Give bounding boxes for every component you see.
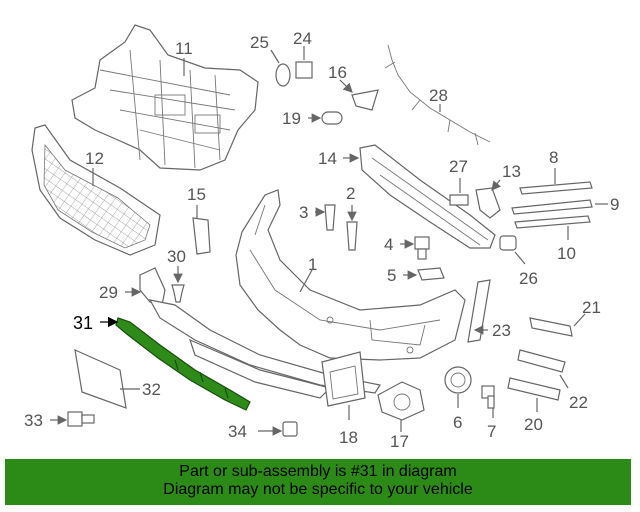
part-2-bolt[interactable]: 2 <box>346 184 358 251</box>
callout-22[interactable]: 22 <box>569 393 588 412</box>
part-6-fog-lamp[interactable]: 6 <box>444 366 472 432</box>
part-18-bezel[interactable]: 18 <box>321 351 366 447</box>
callout-14[interactable]: 14 <box>318 149 337 168</box>
callout-19[interactable]: 19 <box>282 109 301 128</box>
part-3-clip[interactable]: 3 <box>299 203 336 231</box>
callout-34[interactable]: 34 <box>228 422 247 441</box>
callout-9[interactable]: 9 <box>610 195 619 214</box>
part-15-bracket[interactable]: 15 <box>187 185 211 255</box>
part-12-grille[interactable]: 12 <box>31 124 161 256</box>
callout-1[interactable]: 1 <box>308 255 317 274</box>
callout-15[interactable]: 15 <box>187 185 206 204</box>
callout-27[interactable]: 27 <box>449 157 468 176</box>
callout-6[interactable]: 6 <box>453 413 462 432</box>
part-17-fog-bezel[interactable]: 17 <box>377 381 425 451</box>
part-22-bracket[interactable]: 22 <box>517 349 588 412</box>
part-1-bumper-cover[interactable]: 1 <box>235 189 466 361</box>
callout-26[interactable]: 26 <box>519 269 538 288</box>
part-27-bracket[interactable]: 27 <box>449 157 469 206</box>
callout-20[interactable]: 20 <box>524 415 543 434</box>
callout-21[interactable]: 21 <box>582 298 601 317</box>
part-30-push-pin[interactable]: 30 <box>167 247 186 303</box>
callout-7[interactable]: 7 <box>487 422 496 441</box>
callout-29[interactable]: 29 <box>99 283 118 302</box>
callout-30[interactable]: 30 <box>167 247 186 266</box>
callout-28[interactable]: 28 <box>429 86 448 105</box>
parts-diagram: 11 12 15 30 29 1 <box>24 24 619 451</box>
callout-24[interactable]: 24 <box>293 29 312 48</box>
part-7-bolt[interactable]: 7 <box>481 385 496 441</box>
callout-32[interactable]: 32 <box>142 380 161 399</box>
callout-3[interactable]: 3 <box>299 203 308 222</box>
callout-5[interactable]: 5 <box>387 266 396 285</box>
part-24-25[interactable]: 24 25 <box>250 29 313 87</box>
part-31-selected-deflector[interactable]: 31 <box>73 313 251 411</box>
callout-4[interactable]: 4 <box>384 235 393 254</box>
callout-33[interactable]: 33 <box>24 411 43 430</box>
callout-12[interactable]: 12 <box>85 149 104 168</box>
part-34-screw[interactable]: 34 <box>228 421 298 441</box>
part-11-radiator-support[interactable]: 11 <box>71 24 259 171</box>
callout-11[interactable]: 11 <box>175 39 193 58</box>
part-5-nut[interactable]: 5 <box>387 266 445 285</box>
part-19-sensor[interactable]: 19 <box>282 109 343 128</box>
part-21-trim[interactable]: 21 <box>529 298 601 337</box>
callout-18[interactable]: 18 <box>339 428 358 447</box>
callout-25[interactable]: 25 <box>250 33 269 52</box>
callout-23[interactable]: 23 <box>492 321 511 340</box>
info-banner: Part or sub-assembly is #31 in diagram D… <box>5 459 631 505</box>
banner-line-1: Part or sub-assembly is #31 in diagram <box>179 463 457 480</box>
part-23-trim-strip[interactable]: 23 <box>467 279 511 343</box>
callout-2[interactable]: 2 <box>346 184 355 203</box>
part-29-bracket[interactable]: 29 <box>99 267 166 306</box>
part-32-license-bracket[interactable]: 32 <box>74 348 161 409</box>
part-14-impact-bar[interactable]: 14 <box>318 144 496 249</box>
callout-16[interactable]: 16 <box>328 63 347 82</box>
part-16-sensor-bracket[interactable]: 16 <box>328 63 379 111</box>
banner-line-2: Diagram may not be specific to your vehi… <box>163 481 473 498</box>
part-20-trim[interactable]: 20 <box>507 377 561 434</box>
part-33-bolt[interactable]: 33 <box>24 411 95 430</box>
part-13-bracket[interactable]: 13 <box>475 162 521 219</box>
part-28-wiring-harness[interactable]: 28 <box>384 44 491 146</box>
part-26-cap[interactable]: 26 <box>499 235 538 288</box>
callout-31[interactable]: 31 <box>73 313 93 333</box>
callout-8[interactable]: 8 <box>549 148 558 167</box>
callout-13[interactable]: 13 <box>502 162 521 181</box>
callout-17[interactable]: 17 <box>390 432 409 451</box>
part-4-bolt[interactable]: 4 <box>384 235 430 260</box>
part-8-9-10-strips[interactable]: 8 9 10 <box>511 148 619 263</box>
callout-10[interactable]: 10 <box>557 244 576 263</box>
